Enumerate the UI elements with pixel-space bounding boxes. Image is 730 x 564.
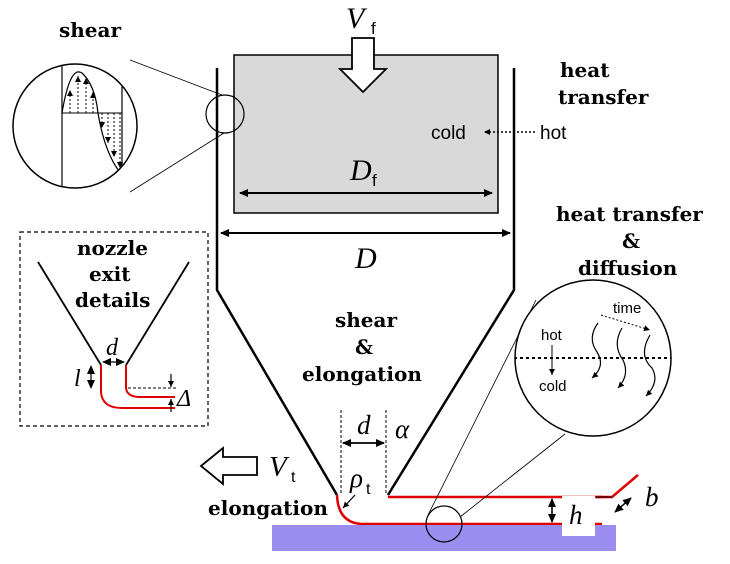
rho-symbol: ρ xyxy=(349,463,363,493)
inset-time-label: time xyxy=(613,300,641,317)
nozzle-exit-details-box xyxy=(19,231,209,427)
alpha-symbol: α xyxy=(395,414,410,444)
shear-label: shear xyxy=(59,18,121,42)
l-symbol: l xyxy=(74,366,81,392)
nozzle-exit-right-wall xyxy=(125,261,190,366)
b-dimension xyxy=(614,497,632,513)
shear-zoom-line-bottom xyxy=(129,132,225,193)
h-notch xyxy=(562,496,595,536)
diffusion-zoom-line-bottom xyxy=(459,433,566,518)
htd-label-line3: diffusion xyxy=(578,256,678,280)
heat-transfer-label-line2: transfer xyxy=(558,85,649,109)
vt-arrow xyxy=(199,446,258,486)
shear-elongation-line1: shear xyxy=(335,308,397,332)
vt-symbol: V xyxy=(269,451,290,483)
d-symbol: D xyxy=(354,242,377,275)
nozzle-exit-line3: details xyxy=(75,288,150,312)
shear-elongation-line3: elongation xyxy=(302,362,422,386)
nozzle-exit-line2: exit xyxy=(89,262,131,286)
diffusion-inset xyxy=(515,280,671,436)
htd-label-line1: heat transfer xyxy=(556,202,703,226)
bead-outline-lower xyxy=(335,494,602,526)
inset-cold-label: cold xyxy=(539,378,567,395)
shear-inset xyxy=(61,64,123,188)
df-subscript: f xyxy=(372,171,377,190)
inset-hot-label: hot xyxy=(541,327,563,344)
heat-transfer-label-line1: heat xyxy=(560,58,610,82)
rho-pointer xyxy=(342,494,356,509)
df-symbol: D xyxy=(349,154,372,187)
bead-width-edge xyxy=(596,474,639,499)
diffusion-marker xyxy=(425,505,463,543)
hot-label: hot xyxy=(540,123,567,144)
d-main-symbol: d xyxy=(357,410,371,440)
nozzle-exit-bead-lower xyxy=(100,365,175,409)
rho-subscript: t xyxy=(366,481,371,498)
shear-zoom-line-top xyxy=(129,59,223,96)
vf-arrow xyxy=(337,37,389,94)
nozzle-exit-left-wall xyxy=(37,261,102,366)
velocity-profile xyxy=(61,71,123,176)
nozzle-exit-line1: nozzle xyxy=(77,236,148,260)
elongation-label: elongation xyxy=(208,496,328,520)
vt-subscript: t xyxy=(291,469,296,486)
nozzle-exit-bead-upper xyxy=(125,365,175,398)
vf-symbol: V xyxy=(346,2,368,35)
substrate xyxy=(272,525,616,551)
shear-wall-marker xyxy=(205,94,245,134)
nozzle-left-wall xyxy=(215,68,339,496)
shear-inset-circle xyxy=(12,63,138,189)
h-symbol: h xyxy=(569,500,583,530)
vf-subscript: f xyxy=(371,19,376,38)
shear-elongation-line2: & xyxy=(355,335,373,359)
b-symbol: b xyxy=(645,482,659,512)
nozzle-right-wall xyxy=(386,68,516,496)
diffusion-inset-circle xyxy=(514,279,672,437)
cold-label: cold xyxy=(431,123,466,144)
nozzle-exit-d-symbol: d xyxy=(106,335,119,361)
htd-label-line2: & xyxy=(622,229,640,253)
delta-symbol: Δ xyxy=(176,386,191,412)
